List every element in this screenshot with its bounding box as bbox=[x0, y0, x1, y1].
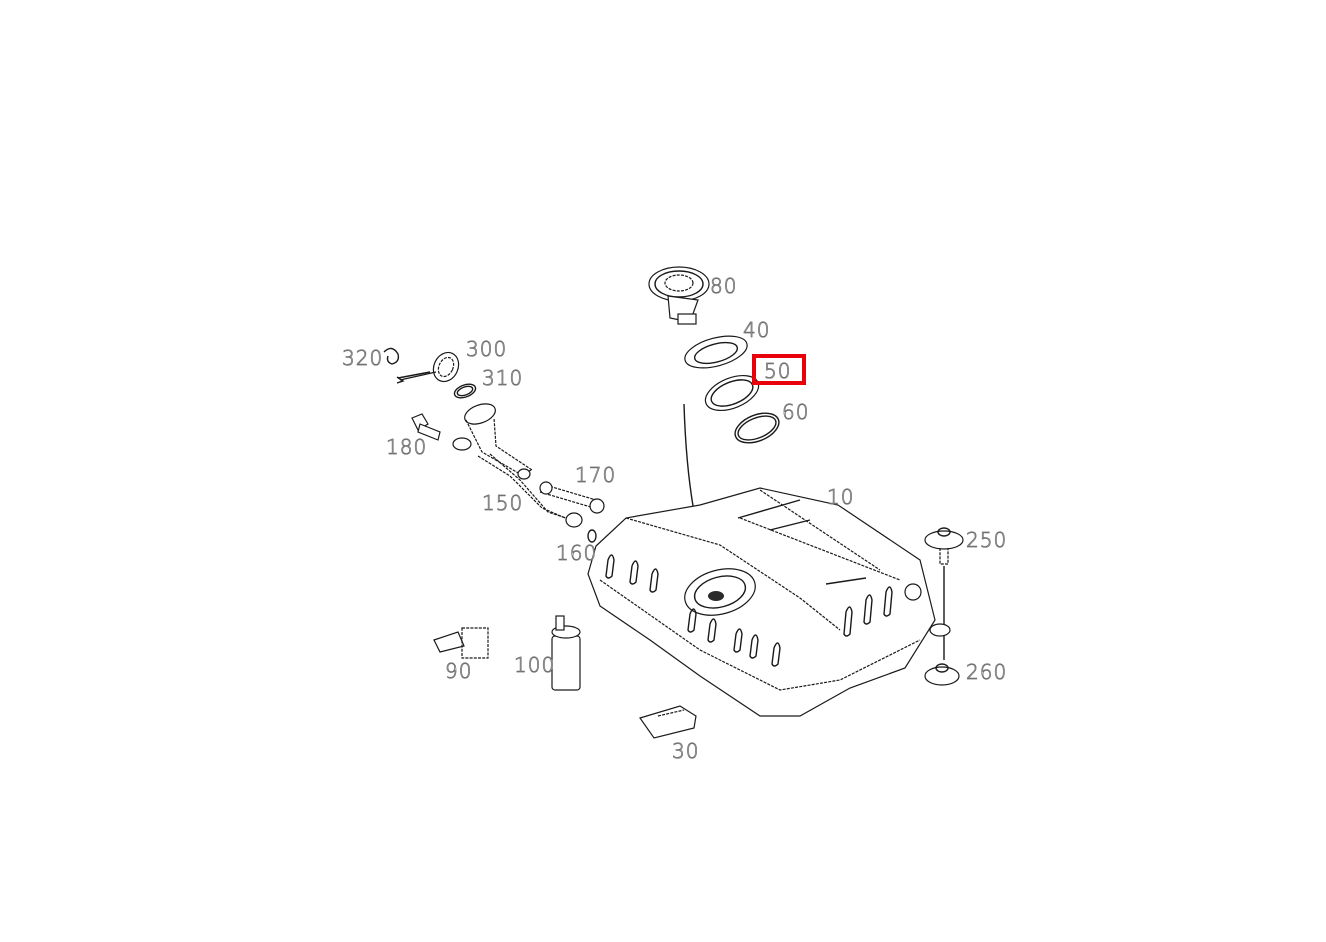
callout-90[interactable]: 90 bbox=[445, 659, 473, 683]
part-310-seal-icon bbox=[453, 383, 477, 399]
callout-180[interactable]: 180 bbox=[386, 435, 428, 459]
callout-170[interactable]: 170 bbox=[575, 463, 617, 487]
part-300-filler-cap-icon bbox=[396, 351, 460, 384]
callout-80[interactable]: 80 bbox=[710, 274, 738, 298]
part-250-mounting-bolt-icon bbox=[924, 527, 964, 660]
callout-320[interactable]: 320 bbox=[342, 346, 384, 370]
part-40-locking-ring-icon bbox=[684, 335, 748, 369]
callout-310[interactable]: 310 bbox=[482, 366, 524, 390]
callout-30[interactable]: 30 bbox=[672, 739, 700, 763]
part-180-bolt-icon bbox=[411, 413, 441, 441]
part-10-fuel-tank-icon bbox=[587, 487, 936, 717]
callout-300[interactable]: 300 bbox=[466, 337, 508, 361]
callout-60[interactable]: 60 bbox=[782, 400, 810, 424]
callout-40[interactable]: 40 bbox=[743, 318, 771, 342]
part-100-fuel-filter-icon bbox=[551, 615, 581, 691]
part-60-o-ring-icon bbox=[734, 412, 780, 444]
callout-160[interactable]: 160 bbox=[556, 541, 598, 565]
callout-150[interactable]: 150 bbox=[482, 491, 524, 515]
part-150-filler-neck-icon bbox=[452, 403, 583, 528]
part-320-clip-icon bbox=[383, 347, 431, 379]
callout-260[interactable]: 260 bbox=[966, 660, 1008, 684]
callout-100[interactable]: 100 bbox=[514, 653, 556, 677]
part-170-vent-hose-icon bbox=[539, 481, 605, 514]
part-30-bracket-icon bbox=[639, 705, 697, 739]
callout-10[interactable]: 10 bbox=[827, 485, 855, 509]
part-50-seal-ring-icon bbox=[704, 374, 760, 412]
callout-50[interactable]: 50 bbox=[764, 359, 792, 383]
part-90-connector-icon bbox=[433, 627, 489, 659]
part-80-sender-flange-icon bbox=[648, 266, 710, 325]
part-260-rubber-mount-icon bbox=[924, 623, 960, 686]
part-160-o-ring-icon bbox=[587, 529, 597, 543]
callout-250[interactable]: 250 bbox=[966, 528, 1008, 552]
